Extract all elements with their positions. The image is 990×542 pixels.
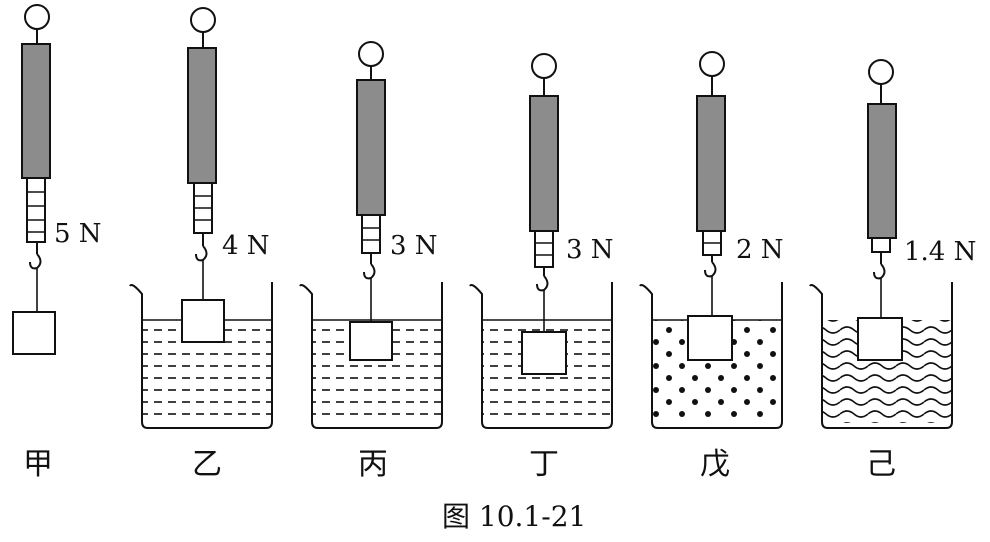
spring-scale-ring [531,53,557,79]
spring-scale-ring [358,41,384,67]
hook-icon [536,275,549,292]
setup-label: 乙 [192,447,222,482]
hook-icon [873,263,886,280]
spring-scale-ring [190,7,216,33]
spring-scale-body [867,103,897,239]
figure-caption: 图 10.1-21 [442,500,586,533]
spring-scale-body [529,95,559,232]
scale-reading: 2 N [736,235,784,265]
setup-ji: 1.4 N 己 [809,59,976,482]
spring-scale-ladder [534,230,554,268]
metal-block [687,315,733,361]
scale-reading: 1.4 N [904,237,976,267]
metal-block [521,331,567,375]
scale-reading: 3 N [390,231,438,261]
beaker [129,282,273,429]
setup-jia: 5 N 甲 [12,4,102,482]
spring-scale-body [696,95,726,232]
metal-block [857,317,903,361]
scale-reading: 3 N [566,235,614,265]
metal-block [349,321,393,361]
scale-reading: 5 N [54,219,102,249]
hook-icon [195,245,208,262]
setup-label: 己 [866,447,896,482]
beaker [809,282,953,429]
hook-icon [29,253,42,270]
setup-label: 丙 [358,447,388,482]
spring-scale-body [187,47,217,184]
metal-block [12,311,56,355]
setup-label: 戊 [700,447,730,482]
hook-icon [704,261,717,278]
setup-label: 甲 [23,447,53,482]
beaker [469,282,613,429]
setup-yi: 4 N 乙 [129,7,273,482]
spring-scale-body [21,43,51,179]
setup-bing: 3 N 丙 [299,41,443,482]
beaker [639,282,783,429]
setup-label: 丁 [529,447,559,482]
setup-ding: 3 N 丁 [469,53,614,482]
spring-scale-ring [868,59,894,85]
spring-scale-ladder [361,214,381,254]
spring-scale-ring [24,4,50,30]
hook-icon [363,263,376,280]
spring-scale-body [356,79,386,216]
spring-scale-ring [699,51,725,77]
beaker [299,282,443,429]
setup-wu: 2 N 戊 [639,51,784,482]
scale-reading: 4 N [222,231,270,261]
spring-scale-ladder [871,237,891,253]
metal-block [181,299,225,343]
